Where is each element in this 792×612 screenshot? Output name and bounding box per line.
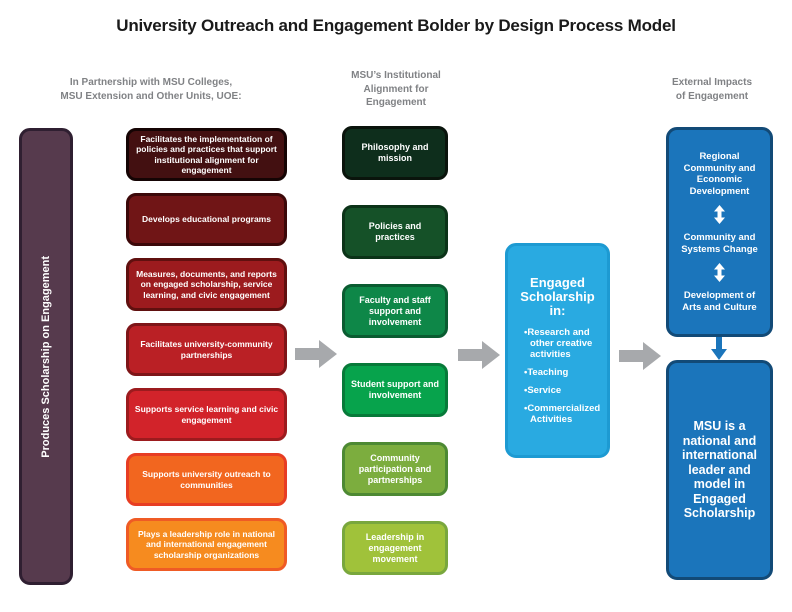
- box-label: Facilitates the implementation of polici…: [136, 133, 277, 176]
- produces-scholarship-label: Produces Scholarship on Engagement: [40, 255, 52, 458]
- engaged-scholarship-list: Research and other creative activities T…: [516, 327, 600, 425]
- up-down-arrow-icon: [714, 263, 725, 282]
- partnership-box: Facilitates the implementation of polici…: [126, 128, 287, 181]
- partnership-box: Develops educational programs: [126, 193, 287, 246]
- column-header-partnership: In Partnership with MSU Colleges, MSU Ex…: [60, 77, 242, 102]
- alignment-column: Philosophy and mission Policies and prac…: [342, 126, 448, 575]
- list-item: Service: [524, 385, 599, 396]
- box-label: Measures, documents, and reports on enga…: [136, 268, 277, 300]
- box-label: Community participation and partnerships: [358, 452, 432, 485]
- impact-item: Development of Arts and Culture: [682, 290, 757, 313]
- right-arrow-icon: [295, 340, 337, 368]
- box-label: Supports university outreach to communit…: [142, 469, 271, 490]
- alignment-box: Faculty and staff support and involvemen…: [342, 284, 448, 338]
- box-label: Develops educational programs: [142, 214, 271, 225]
- alignment-box: Philosophy and mission: [342, 126, 448, 180]
- partnership-box: Facilitates university-community partner…: [126, 323, 287, 376]
- msu-leader-box: MSU is a national and international lead…: [666, 360, 773, 580]
- up-down-arrow-icon: [714, 205, 725, 224]
- alignment-box: Leadership in engagement movement: [342, 521, 448, 575]
- engaged-scholarship-heading: Engaged Scholarship in:: [520, 275, 595, 318]
- column-header-alignment: MSU’s Institutional Alignment for Engage…: [351, 70, 441, 108]
- partnership-box: Measures, documents, and reports on enga…: [126, 258, 287, 311]
- partnership-box: Supports service learning and civic enga…: [126, 388, 287, 441]
- box-label: Faculty and staff support and involvemen…: [359, 294, 431, 327]
- alignment-box: Community participation and partnerships: [342, 442, 448, 496]
- partnership-box: Plays a leadership role in national and …: [126, 518, 287, 571]
- alignment-box: Policies and practices: [342, 205, 448, 259]
- list-item: Teaching: [524, 367, 599, 378]
- alignment-box: Student support and involvement: [342, 363, 448, 417]
- box-label: Policies and practices: [368, 221, 422, 242]
- box-label: Philosophy and mission: [361, 142, 429, 163]
- list-item: Commercialized Activities: [524, 403, 600, 425]
- partnership-box: Supports university outreach to communit…: [126, 453, 287, 506]
- down-arrow-icon: [711, 337, 727, 360]
- right-arrow-icon: [619, 342, 661, 370]
- produces-scholarship-bar: Produces Scholarship on Engagement: [19, 128, 73, 585]
- impact-item: Community and Systems Change: [681, 232, 758, 255]
- column-header-impacts: External Impacts of Engagement: [671, 77, 753, 102]
- right-arrow-icon: [458, 341, 500, 369]
- box-label: Student support and involvement: [351, 379, 439, 400]
- box-label: MSU is a national and international lead…: [681, 419, 757, 521]
- engaged-scholarship-box: Engaged Scholarship in: Research and oth…: [505, 243, 610, 458]
- box-label: Supports service learning and civic enga…: [134, 404, 279, 425]
- box-label: Plays a leadership role in national and …: [138, 528, 275, 560]
- box-label: Facilitates university-community partner…: [140, 339, 273, 360]
- external-impacts-box: Regional Community and Economic Developm…: [666, 127, 773, 337]
- list-item: Research and other creative activities: [524, 327, 599, 360]
- partnership-column: Facilitates the implementation of polici…: [126, 128, 287, 571]
- impact-item: Regional Community and Economic Developm…: [683, 151, 756, 197]
- box-label: Leadership in engagement movement: [365, 531, 425, 564]
- page-title: University Outreach and Engagement Bolde…: [116, 16, 676, 35]
